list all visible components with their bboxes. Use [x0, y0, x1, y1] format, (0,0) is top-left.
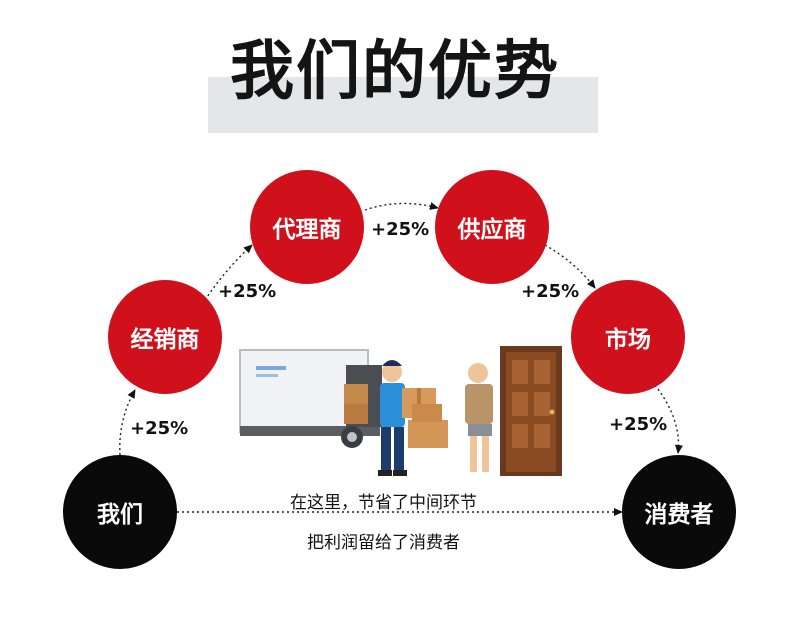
arrow-us-to-distributor — [119, 389, 136, 456]
node-agent-label: 代理商 — [272, 217, 342, 243]
node-supplier-label: 供应商 — [457, 217, 527, 243]
title-band — [208, 77, 598, 133]
node-agent: 代理商 — [250, 170, 364, 284]
node-us: 我们 — [63, 455, 177, 569]
page-title: 我们的优势 — [230, 35, 560, 109]
node-supplier: 供应商 — [435, 170, 549, 284]
increment-label: +25% — [371, 219, 430, 240]
arrow-distributor-to-agent — [204, 244, 253, 301]
increment-label: +25% — [609, 414, 668, 435]
caption-line-2: 把利润留给了消费者 — [307, 533, 460, 553]
arrow-agent-to-supplier — [364, 202, 439, 211]
node-market-label: 市场 — [605, 327, 651, 353]
node-consumer: 消费者 — [622, 455, 736, 569]
node-distributor: 经销商 — [108, 280, 222, 394]
node-distributor-label: 经销商 — [130, 327, 200, 353]
node-us-label: 我们 — [97, 502, 143, 528]
node-market: 市场 — [571, 280, 685, 394]
increment-label: +25% — [521, 281, 580, 302]
arrow-supplier-to-market — [544, 244, 596, 289]
increment-label: +25% — [218, 281, 277, 302]
increment-label: +25% — [130, 418, 189, 439]
delivery-illustration — [239, 346, 562, 476]
caption-line-1: 在这里，节省了中间环节 — [290, 493, 477, 513]
node-consumer-label: 消费者 — [644, 502, 714, 528]
